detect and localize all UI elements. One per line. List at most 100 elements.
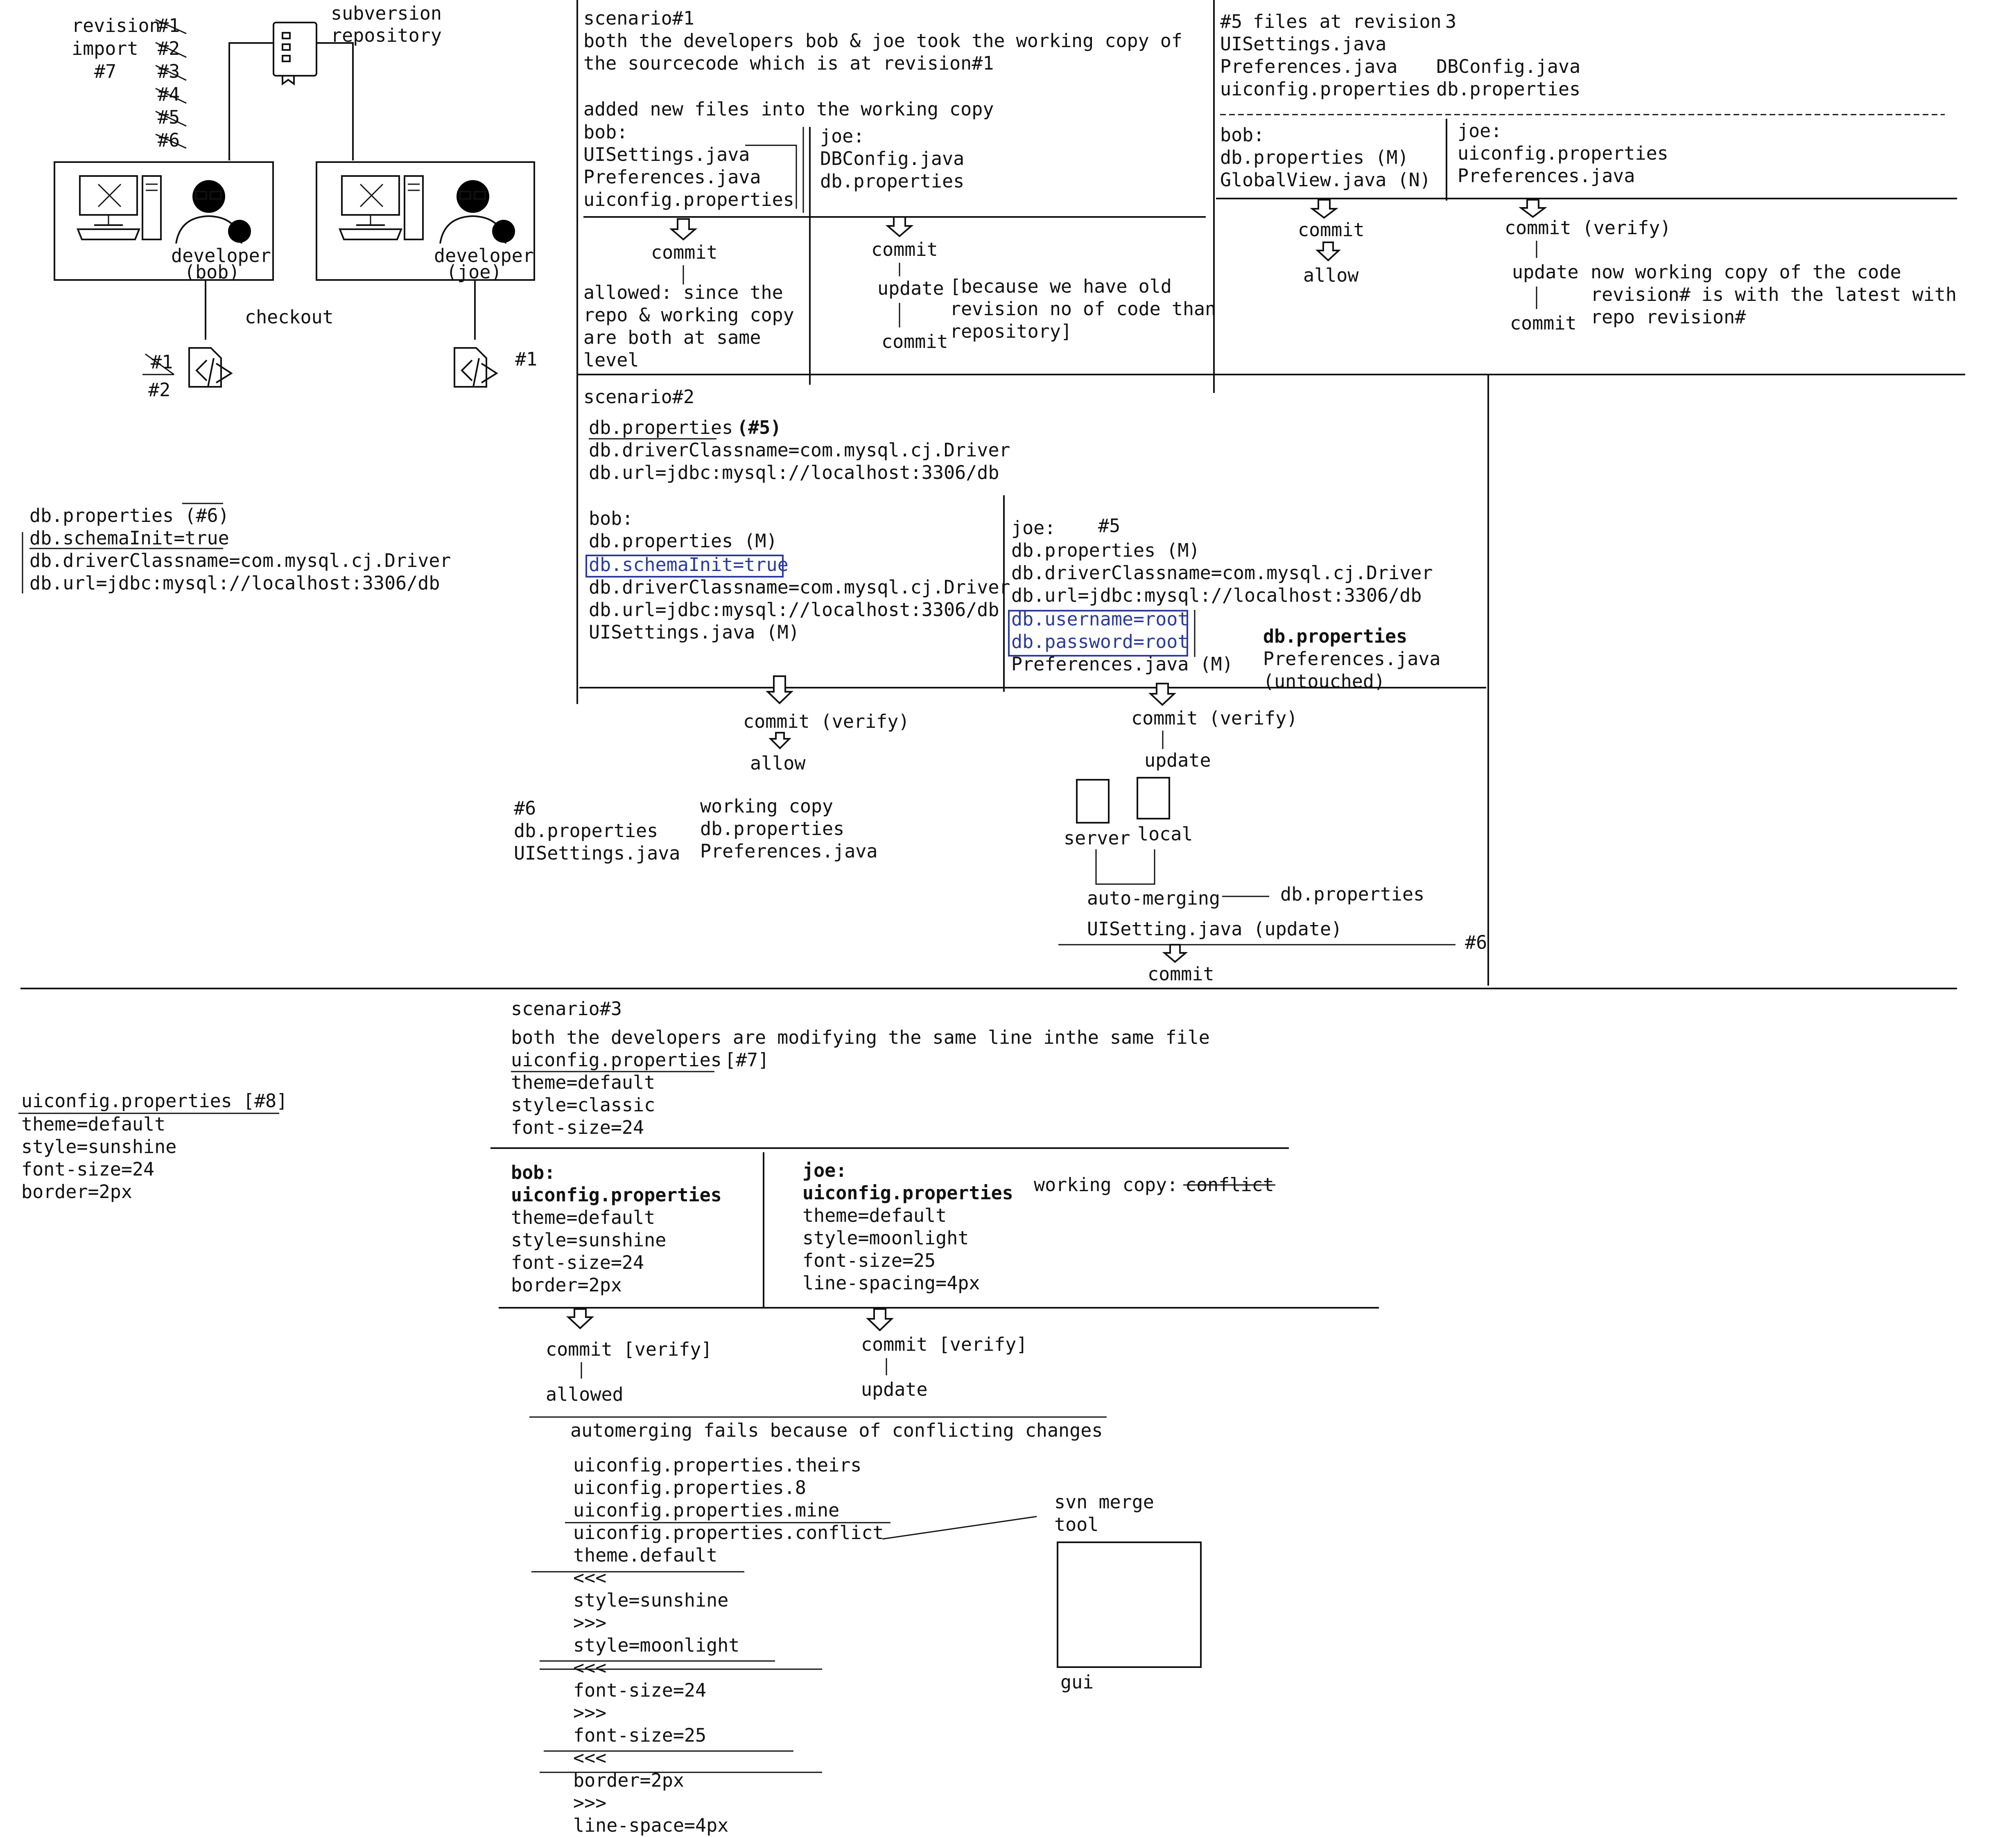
developer-bob-label-2: (bob): [184, 261, 240, 283]
because-note: [because we have old: [950, 275, 1172, 297]
joe-revision: #1: [515, 348, 537, 370]
revision-list: #1 #2 #3 #4 #5 #6: [155, 15, 187, 151]
scenario3-line: theme=default: [511, 1072, 655, 1093]
merge-line: >>>: [573, 1612, 606, 1634]
joe-commit-verify: commit (verify): [1505, 217, 1671, 239]
joe-added-line: db.password=root: [1011, 631, 1189, 652]
revision-label: revision: [72, 15, 160, 36]
local-label: local: [1137, 823, 1193, 845]
conflict-file: uiconfig.properties.theirs: [573, 1454, 861, 1476]
developer-joe-label-1: developer: [434, 245, 534, 266]
bob-allowed: allowed: [546, 1383, 624, 1405]
bob-commit-verify: commit (verify): [743, 711, 909, 732]
developer-avatar-icon: [175, 180, 251, 244]
strike-mark: [145, 353, 174, 375]
rev5-file: Preferences.java: [1220, 56, 1397, 77]
revision-5-panel: #5 files at revision 3 UISettings.java P…: [1216, 11, 1957, 334]
repository-section: revision import #7 #1 #2 #3 #4 #5 #6 sub…: [54, 2, 537, 401]
merge-tool-label-1: svn merge: [1054, 1491, 1154, 1513]
repo-to-joe-line: [316, 42, 354, 160]
right-title: db.properties: [1263, 625, 1407, 647]
down-arrow: [1162, 944, 1188, 963]
repository-title-1: subversion: [331, 2, 442, 24]
merge-tool-label-2: tool: [1054, 1514, 1098, 1535]
panel-title: files at revision: [1253, 11, 1442, 32]
merge-line: font-size=24: [573, 1679, 706, 1701]
strike-mark: [155, 65, 187, 81]
bob-line: border=2px: [511, 1274, 622, 1296]
joe-label: joe:: [802, 1160, 847, 1181]
bob-added-line: db.schemaInit=true: [589, 554, 789, 575]
merged-file: db.properties: [1280, 883, 1424, 905]
note-line: theme=default: [21, 1113, 165, 1135]
frame-lines: [20, 0, 1965, 989]
merge-line: theme.default: [573, 1544, 717, 1566]
down-arrow: [1148, 683, 1177, 706]
server-copy-icon: [1076, 779, 1110, 824]
joe-machine-box: [316, 161, 535, 281]
joe-file: DBConfig.java: [820, 148, 964, 169]
merge-line: <<<: [573, 1567, 606, 1589]
bob-file: Preferences.java: [583, 166, 761, 188]
local-copy-icon: [1137, 777, 1170, 819]
note-line: style=sunshine: [21, 1136, 176, 1158]
bob-allow: allow: [1303, 264, 1359, 286]
because-note: repository]: [950, 320, 1072, 342]
repo-to-bob-line: [228, 42, 273, 160]
rev5-file: db.properties: [1436, 78, 1580, 100]
merge-line: line-space=4px: [573, 1814, 728, 1836]
rev6-right-label: #6: [1465, 932, 1487, 953]
joe-update: update: [877, 278, 944, 299]
conflict-file: uiconfig.properties.conflict: [573, 1522, 884, 1544]
joe-revision: #5: [1098, 515, 1120, 537]
merge-lines: theme.default <<< style=sunshine >>> sty…: [531, 1544, 822, 1836]
bob-file: db.properties (M): [1220, 147, 1409, 168]
note-line: db.url=jdbc:mysql://localhost:3306/db: [29, 572, 440, 594]
added-line-highlight: [585, 555, 784, 578]
bob-label: bob:: [589, 508, 633, 529]
rev5-note: now working copy of the code: [1591, 261, 1901, 283]
bob-line: font-size=24: [511, 1252, 644, 1273]
merge-line: font-size=25: [573, 1724, 706, 1746]
rev6-label: #6: [514, 797, 536, 819]
uisetting-update: UISetting.java (update): [1087, 918, 1342, 940]
bob-code-file-icon: [188, 347, 233, 388]
merge-line: style=sunshine: [573, 1589, 728, 1611]
scenario-title: scenario#3: [511, 998, 622, 1020]
bob-label: bob:: [511, 1162, 555, 1183]
wc-file: Preferences.java: [700, 840, 877, 862]
strike-mark: [155, 42, 187, 58]
joe-commit-2: commit: [881, 331, 948, 352]
bob-line: theme=default: [511, 1207, 655, 1228]
joe-code-file-icon: [454, 347, 498, 388]
down-arrow: [669, 218, 698, 241]
merge-line: >>>: [573, 1702, 606, 1724]
down-arrow: [1315, 241, 1341, 262]
joe-file: db.properties (M): [1011, 539, 1200, 561]
wc-label: working copy: [700, 795, 833, 817]
bob-commit: commit: [651, 241, 718, 263]
joe-commit-2: commit: [1510, 312, 1577, 334]
bob-old-revision: #1: [151, 351, 173, 373]
auto-merging-label: auto-merging: [1087, 887, 1220, 909]
conflict-file: uiconfig.properties.mine: [573, 1499, 839, 1521]
merge-line: border=2px: [573, 1769, 684, 1791]
scenario-title: scenario#2: [583, 386, 694, 408]
panel-title-hash: #5: [1220, 11, 1242, 32]
merge-line: <<<: [573, 1747, 606, 1769]
joe-file: uiconfig.properties: [1458, 142, 1668, 164]
scenario3-file-rev: [#7]: [725, 1049, 769, 1071]
scenario-desc: both the developers bob & joe took the w…: [583, 30, 1182, 52]
computer-icon: [77, 175, 162, 240]
computer-icon: [339, 175, 424, 240]
scenario-desc: the sourcecode which is at revision#1: [583, 52, 994, 74]
developer-joe-label-2: (joe): [446, 261, 502, 283]
strike-mark: [155, 133, 187, 149]
gui-label: gui: [1060, 1671, 1094, 1693]
note-title: uiconfig.properties [#8]: [21, 1090, 287, 1112]
joe-commit-verify: commit (verify): [1131, 707, 1297, 729]
strike-mark: [155, 111, 187, 127]
allowed-note: level: [583, 349, 639, 371]
bob-commit-verify: commit [verify]: [546, 1338, 712, 1360]
